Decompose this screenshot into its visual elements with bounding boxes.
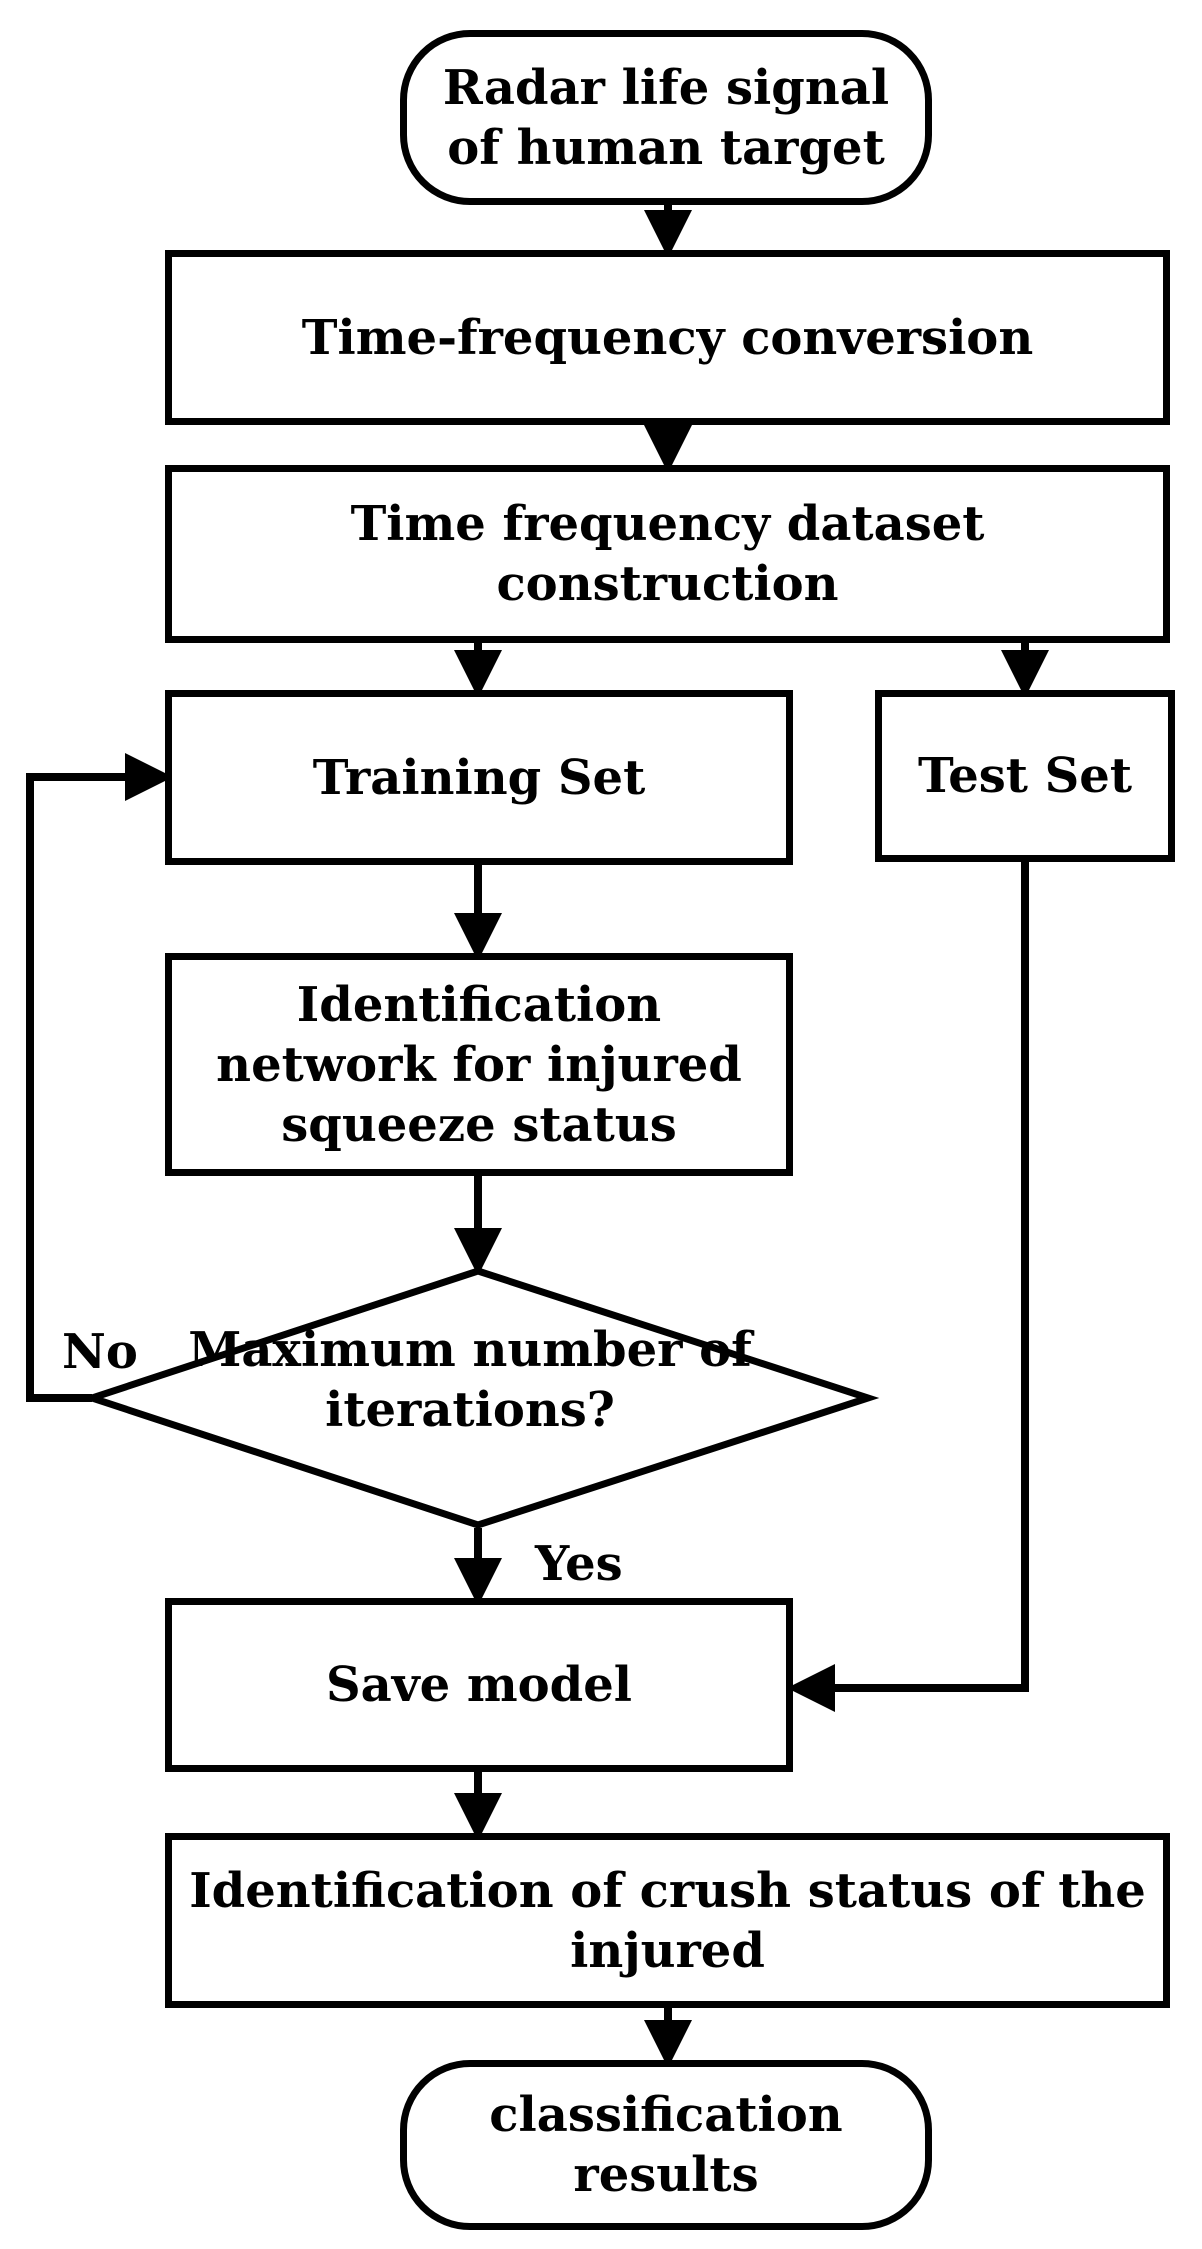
crush-status-identification-label: Identification of crush status of the in… (189, 1862, 1146, 1979)
training-set-box: Training Set (165, 690, 793, 865)
end-node: classification results (400, 2060, 932, 2230)
decision-label: Maximum number of iterations? (188, 1322, 752, 1438)
save-model-box: Save model (165, 1598, 793, 1772)
time-frequency-conversion-label: Time-frequency conversion (301, 309, 1034, 366)
training-set-label: Training Set (312, 749, 646, 806)
dataset-construction-box: Time frequency dataset construction (165, 465, 1170, 643)
crush-status-identification-box: Identification of crush status of the in… (165, 1833, 1170, 2008)
identification-network-label: Identification network for injured squee… (216, 976, 742, 1153)
test-set-label: Test Set (917, 748, 1133, 804)
time-frequency-conversion-box: Time-frequency conversion (165, 250, 1170, 425)
start-node: Radar life signal of human target (400, 30, 932, 205)
end-node-label: classification results (489, 2087, 843, 2203)
identification-network-box: Identification network for injured squee… (165, 953, 793, 1176)
save-model-label: Save model (325, 1657, 633, 1713)
dataset-construction-label: Time frequency dataset construction (350, 496, 985, 612)
yes-label: Yes (535, 1536, 623, 1592)
no-label: No (62, 1324, 138, 1380)
arrow-test-to-save (787, 862, 1029, 1712)
decision-diamond (80, 1267, 880, 1529)
arrow-no-loop (26, 753, 173, 1402)
test-set-box: Test Set (875, 690, 1175, 862)
start-node-label: Radar life signal of human target (442, 59, 890, 176)
